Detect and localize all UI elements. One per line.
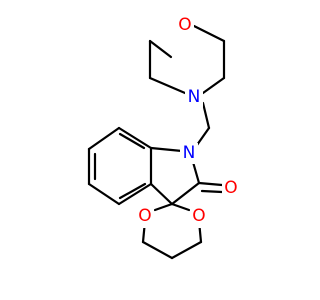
- bond-bottom-to-right-c: [170, 240, 203, 260]
- bond-morpholine-lower-left-n: [148, 76, 187, 95]
- morpholine-nitrogen-bg: [185, 87, 203, 108]
- bond-n-morpholine-to-ch2: [201, 101, 211, 130]
- bond-benzene-5: [117, 182, 153, 206]
- bond-right-o-to-spiro: [170, 202, 191, 212]
- morpholine-oxygen-atom: O: [176, 14, 194, 36]
- indole-nitrogen-label: N: [183, 143, 196, 163]
- bond-morpholine-o-upper-left: [148, 39, 173, 59]
- benzene-ring: [87, 126, 153, 206]
- bond-spiro-to-benzene: [149, 182, 174, 206]
- bond-benzene-to-indole-n: [149, 146, 184, 153]
- bond-benzene-1: [117, 126, 153, 150]
- bond-benzene-inner-3: [118, 182, 147, 200]
- molecule-canvas: O N N O O O: [87, 14, 240, 260]
- bond-benzene-inner-1: [118, 132, 146, 150]
- bond-morpholine-upper-right-o: [192, 24, 226, 43]
- bond-carbonyl-to-spiro: [170, 181, 201, 206]
- morpholine-nitrogen-label: N: [188, 87, 201, 107]
- carbonyl-oxygen-atom: O: [222, 178, 240, 199]
- dioxane-right-oxygen-bg: [190, 206, 208, 228]
- bond-indole-n-to-carbonyl: [191, 160, 201, 185]
- dioxane-right-oxygen-label: O: [192, 206, 205, 226]
- methylene-linker: [195, 101, 211, 147]
- lactam-ring: [149, 146, 201, 206]
- carbonyl-oxygen-label: O: [224, 178, 237, 198]
- bond-c-to-bottom: [141, 240, 174, 260]
- structure-diagram: O N N O O O: [87, 14, 240, 260]
- bond-ch2-to-indole-n: [195, 126, 211, 147]
- bond-carbonyl-double-inner: [200, 189, 224, 194]
- bond-spiro-to-left-o: [153, 202, 174, 212]
- dioxane-ring: [141, 202, 203, 260]
- carbonyl-oxygen-bg: [222, 178, 240, 199]
- indole-nitrogen-bg: [180, 143, 198, 164]
- bond-morpholine-n-lower-right: [201, 76, 226, 95]
- morpholine-nitrogen-atom: N: [185, 87, 203, 108]
- indole-nitrogen-atom: N: [180, 143, 198, 164]
- bond-benzene-2: [87, 126, 121, 151]
- morpholine-oxygen-bg: [176, 14, 194, 36]
- bond-benzene-4: [87, 182, 121, 206]
- dioxane-right-oxygen-atom: O: [190, 206, 208, 228]
- dioxane-left-oxygen-bg: [136, 206, 154, 228]
- bond-carbonyl-double-outer: [197, 181, 224, 187]
- morpholine-ring: [148, 24, 226, 95]
- morpholine-oxygen-label: O: [178, 15, 191, 35]
- carbonyl-group: [197, 181, 224, 194]
- dioxane-left-oxygen-label: O: [138, 206, 151, 226]
- atom-labels: O N N O O O: [136, 14, 240, 228]
- dioxane-left-oxygen-atom: O: [136, 206, 154, 228]
